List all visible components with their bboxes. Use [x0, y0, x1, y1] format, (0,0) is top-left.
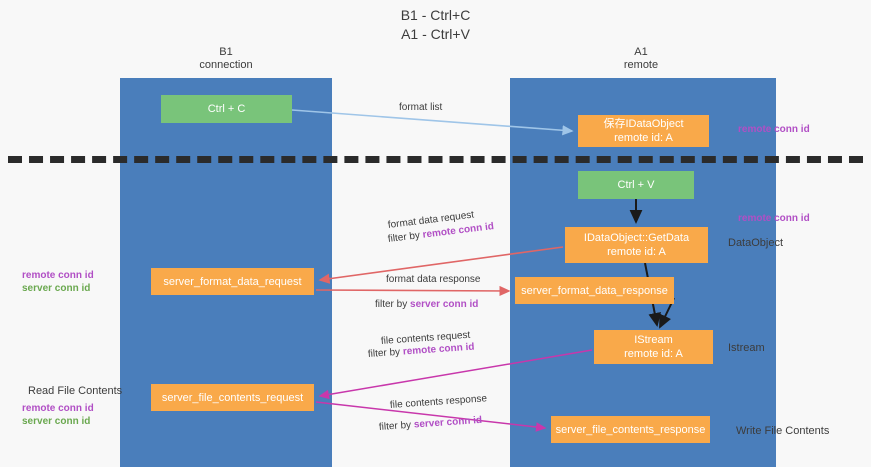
column-header-b1: B1 connection	[150, 46, 302, 72]
column-header-a1: A1 remote	[565, 46, 717, 72]
column-header-a1-role: remote	[623, 59, 659, 71]
node-server-format-data-request[interactable]: server_format_data_request	[151, 268, 314, 295]
column-header-b1-name: B1	[219, 46, 233, 58]
node-server-format-data-request-label: server_format_data_request	[163, 275, 302, 288]
filter-key: server conn id	[410, 299, 479, 310]
node-ctrl-c[interactable]: Ctrl + C	[161, 95, 292, 123]
node-save-idataobject-label: 保存IDataObject	[603, 118, 684, 130]
key-left-remote-conn-id-1: remote conn id	[22, 270, 94, 281]
key-left-server-conn-id-1: server conn id	[22, 283, 91, 294]
edge-label-file-contents-response-filter: filter by server conn id	[379, 414, 483, 435]
filter-key: remote conn id	[402, 341, 475, 358]
edge-label-file-contents-response: file contents response	[389, 393, 488, 411]
side-label-dataobject: DataObject	[728, 237, 784, 249]
node-save-idataobject-sub: remote id: A	[614, 132, 673, 144]
node-idataobject-getdata-sub: remote id: A	[607, 246, 666, 258]
filter-prefix: filter by	[387, 229, 424, 245]
title-line-2: A1 - Ctrl+V	[401, 26, 470, 42]
column-header-b1-role: connection	[199, 59, 253, 71]
column-header-a1-name: A1	[634, 46, 648, 58]
side-label-write-file-contents: Write File Contents	[736, 425, 830, 437]
key-left-server-conn-id-2: server conn id	[22, 416, 91, 427]
node-server-file-contents-request-label: server_file_contents_request	[161, 391, 304, 404]
node-save-idataobject[interactable]: 保存IDataObject remote id: A	[578, 115, 709, 147]
key-left-remote-conn-id-2: remote conn id	[22, 403, 94, 414]
filter-prefix: filter by	[367, 346, 404, 360]
node-istream-label: IStream	[634, 334, 673, 346]
node-server-format-data-response-label: server_format_data_response	[521, 284, 668, 297]
node-ctrl-v[interactable]: Ctrl + V	[578, 171, 694, 199]
side-label-istream: Istream	[728, 342, 765, 354]
filter-prefix: filter by	[378, 419, 415, 433]
node-ctrl-v-label: Ctrl + V	[617, 179, 655, 191]
node-ctrl-c-label: Ctrl + C	[207, 103, 246, 115]
key-remote-conn-id-top: remote conn id	[738, 124, 810, 135]
node-idataobject-getdata[interactable]: IDataObject::GetData remote id: A	[565, 227, 708, 263]
node-server-file-contents-response[interactable]: server_file_contents_response	[551, 416, 710, 443]
key-remote-conn-id-mid: remote conn id	[738, 213, 810, 224]
filter-prefix: filter by	[375, 299, 411, 310]
diagram-title: B1 - Ctrl+C A1 - Ctrl+V	[0, 6, 871, 44]
side-label-read-file-contents: Read File Contents	[28, 385, 123, 397]
phase-divider	[8, 156, 863, 163]
edge-label-format-data-response-filter: filter by server conn id	[375, 298, 478, 312]
node-istream[interactable]: IStream remote id: A	[594, 330, 713, 364]
node-idataobject-getdata-label: IDataObject::GetData	[583, 232, 690, 244]
filter-key: server conn id	[413, 414, 483, 431]
node-server-file-contents-request[interactable]: server_file_contents_request	[151, 384, 314, 411]
edge-label-format-list: format list	[399, 102, 443, 113]
node-server-format-data-response[interactable]: server_format_data_response	[515, 277, 674, 304]
edge-label-format-data-response: format data response	[386, 274, 481, 285]
title-line-1: B1 - Ctrl+C	[400, 7, 471, 23]
node-istream-sub: remote id: A	[624, 348, 683, 360]
node-server-file-contents-response-label: server_file_contents_response	[555, 423, 706, 436]
